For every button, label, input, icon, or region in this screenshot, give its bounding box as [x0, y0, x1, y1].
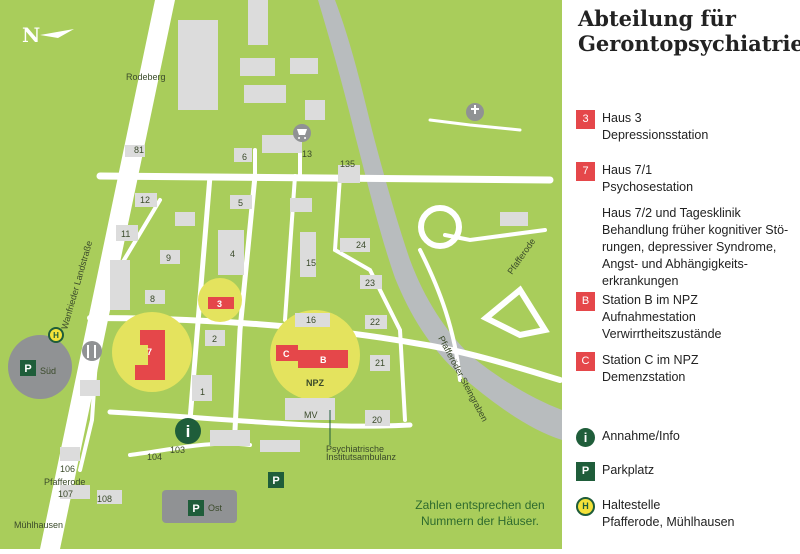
map-note: Zahlen entsprechen den Nummern der Häuse… [415, 498, 545, 528]
svg-text:16: 16 [306, 315, 316, 325]
parking-sued-label: Süd [40, 366, 56, 376]
info-icon[interactable] [175, 418, 201, 444]
parking-sued-symbol: P [24, 363, 31, 375]
legend-line: Pfafferode, Mühlhausen [602, 515, 735, 529]
house-number-labels: 1 2 4 5 6 8 9 11 12 13 15 16 20 21 22 23… [58, 145, 385, 504]
cutlery-icon [82, 341, 102, 361]
legend-line: Demenzstation [602, 370, 686, 384]
site-map: H i P P P N Süd Ost Rodeberg Mühlhausen … [0, 0, 563, 549]
legend-text: Parkplatz [602, 462, 800, 479]
legend-line: Behandlung früher kognitiver Stö- [602, 223, 789, 237]
svg-text:3: 3 [217, 299, 222, 309]
svg-text:7: 7 [147, 347, 152, 357]
red-buildings [135, 297, 348, 380]
legend-key: 3 [576, 110, 595, 129]
parking-npz-symbol: P [272, 475, 279, 487]
svg-text:108: 108 [97, 494, 112, 504]
svg-text:20: 20 [372, 415, 382, 425]
north-arrow-icon [40, 29, 74, 38]
legend-line: Parkplatz [602, 463, 655, 477]
svg-text:107: 107 [58, 489, 73, 499]
legend-title: Abteilung für Gerontopsychiatrie [578, 6, 800, 56]
legend-line: Haltestelle [602, 498, 661, 512]
svg-text:24: 24 [356, 240, 366, 250]
legend-line: Haus 7/1 [602, 163, 653, 177]
north-label: N [22, 23, 40, 47]
npz-label: NPZ [306, 378, 325, 388]
parking-icon[interactable] [268, 472, 284, 488]
village-label: Pfafferode [44, 477, 85, 487]
svg-text:4: 4 [230, 249, 235, 259]
legend-text: Annahme/Info [602, 428, 800, 445]
svg-text:8: 8 [150, 294, 155, 304]
legend-key: B [576, 292, 595, 311]
legend-line: Verwirrtheitszustände [602, 327, 722, 341]
legend-line: rungen, depressiver Syndrome, [602, 240, 777, 254]
legend-text: Haus 3 Depressionsstation [602, 110, 800, 144]
parking-ost-label: Ost [208, 503, 223, 513]
river [318, 0, 562, 440]
parking-sued-area [8, 335, 72, 399]
svg-text:12: 12 [140, 195, 150, 205]
ambulanz-label-1: Psychiatrische [326, 444, 384, 454]
svg-text:21: 21 [375, 358, 385, 368]
legend-line: Haus 3 [602, 111, 642, 125]
road-network [78, 118, 563, 472]
svg-text:9: 9 [166, 253, 171, 263]
svg-text:2: 2 [212, 334, 217, 344]
legend-line: Station B im NPZ [602, 293, 698, 307]
legend-line: Haus 7/2 und Tagesklinik [602, 206, 741, 220]
red-building-labels: 7 3 C B [147, 299, 327, 365]
svg-text:1: 1 [200, 387, 205, 397]
svg-text:104: 104 [147, 452, 162, 462]
legend-key: H [576, 497, 595, 516]
svg-text:6: 6 [242, 152, 247, 162]
wanfrieder-landstrasse [40, 0, 175, 549]
svg-text:103: 103 [170, 445, 185, 455]
loop-road [480, 285, 550, 339]
legend-key: 7 [576, 162, 595, 181]
legend-line: Psychosestation [602, 180, 694, 194]
direction-south: Mühlhausen [14, 520, 63, 530]
roundabout [418, 205, 462, 249]
svg-text:106: 106 [60, 464, 75, 474]
legend-panel: Abteilung für Gerontopsychiatrie 3 Haus 3… [562, 0, 800, 549]
svg-text:81: 81 [134, 145, 144, 155]
svg-text:B: B [320, 355, 327, 365]
svg-text:15: 15 [306, 258, 316, 268]
svg-text:13: 13 [302, 149, 312, 159]
bus-stop-letter: H [53, 331, 59, 340]
svg-text:22: 22 [370, 317, 380, 327]
svg-text:23: 23 [365, 278, 375, 288]
bus-stop-icon [48, 327, 64, 343]
buildings [60, 0, 528, 504]
legend-line: Annahme/Info [602, 429, 680, 443]
legend-text: Station C im NPZ Demenzstation [602, 352, 800, 386]
parking-icon[interactable] [20, 360, 36, 376]
legend-line: Depressionsstation [602, 128, 709, 142]
parking-icon[interactable] [188, 500, 204, 516]
legend-key: P [576, 462, 595, 481]
legend-line: Station C im NPZ [602, 353, 699, 367]
legend-line: Aufnahmestation [602, 310, 696, 324]
ambulanz-label-2: Institutsambulanz [326, 452, 397, 462]
info-letter: i [186, 422, 191, 441]
legend-key: i [576, 428, 595, 447]
direction-north: Rodeberg [126, 72, 166, 82]
legend-key: C [576, 352, 595, 371]
svg-text:C: C [283, 349, 290, 359]
legend-line: erkrankungen [602, 274, 679, 288]
legend-line: Angst- und Abhängigkeits- [602, 257, 748, 271]
mv-label: MV [304, 410, 318, 420]
parking-ost-symbol: P [192, 503, 199, 515]
svg-text:5: 5 [238, 198, 243, 208]
svg-text:11: 11 [121, 229, 130, 239]
svg-text:135: 135 [340, 159, 355, 169]
